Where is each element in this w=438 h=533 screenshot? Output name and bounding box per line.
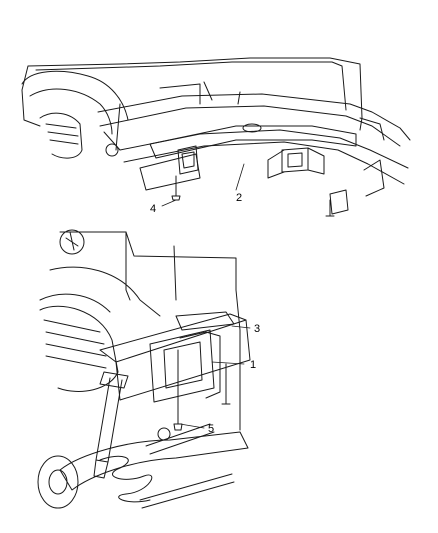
top-view-assembly <box>21 57 411 217</box>
bolt-5 <box>173 349 183 431</box>
callout-labels: 1 2 3 4 5 <box>150 192 260 435</box>
callout-1: 1 <box>250 359 256 371</box>
fuel-door-mark <box>65 231 79 251</box>
lower-frame-rail <box>99 313 251 401</box>
callout-leaders <box>161 163 251 429</box>
frame-rail-upper <box>97 93 411 147</box>
fuel-door <box>59 229 85 255</box>
coil-spring <box>99 455 153 503</box>
bolt-top-4 <box>171 175 181 201</box>
receiver-tube <box>281 147 309 173</box>
axle-hub <box>37 455 79 509</box>
crossmember-hole <box>242 123 262 133</box>
left-mount-plate <box>139 153 201 191</box>
callout-4: 4 <box>150 203 156 215</box>
axle-hub-inner <box>48 469 68 495</box>
body-panel-inner-edge <box>35 61 347 111</box>
leader-1 <box>211 361 245 365</box>
callout-3: 3 <box>254 323 260 335</box>
bolt-top-right <box>325 199 335 217</box>
quarter-panel-edge <box>125 231 177 301</box>
exhaust-pipe <box>139 473 235 509</box>
lower-wheel-arch <box>39 266 161 317</box>
lower-tire <box>39 305 119 392</box>
callout-5: 5 <box>208 423 214 435</box>
hitch-crossmember <box>149 125 357 159</box>
frame-rail-lower <box>119 129 409 185</box>
rear-axle <box>59 431 249 491</box>
leader-5 <box>179 423 205 429</box>
leader-3 <box>231 325 251 329</box>
left-mount-bracket <box>177 145 199 175</box>
right-end-bracket <box>329 159 385 215</box>
track-bar <box>145 423 215 455</box>
callout-2: 2 <box>236 192 242 204</box>
shock-absorber <box>93 371 129 479</box>
chassis-detail-lines <box>103 81 385 151</box>
hitch-bracket-gusset <box>179 331 221 399</box>
receiver-bracket <box>267 147 325 179</box>
wheel-well-arch <box>21 70 129 135</box>
hitch-mount-bracket <box>149 329 215 403</box>
leader-4 <box>161 199 177 207</box>
top-plate <box>175 311 235 331</box>
leader-2 <box>235 163 245 191</box>
bolt-right <box>221 363 231 405</box>
body-panel-outline <box>21 57 363 131</box>
tire-tread <box>39 112 83 159</box>
bottom-view-assembly <box>37 229 251 509</box>
tow-hook <box>105 143 119 157</box>
